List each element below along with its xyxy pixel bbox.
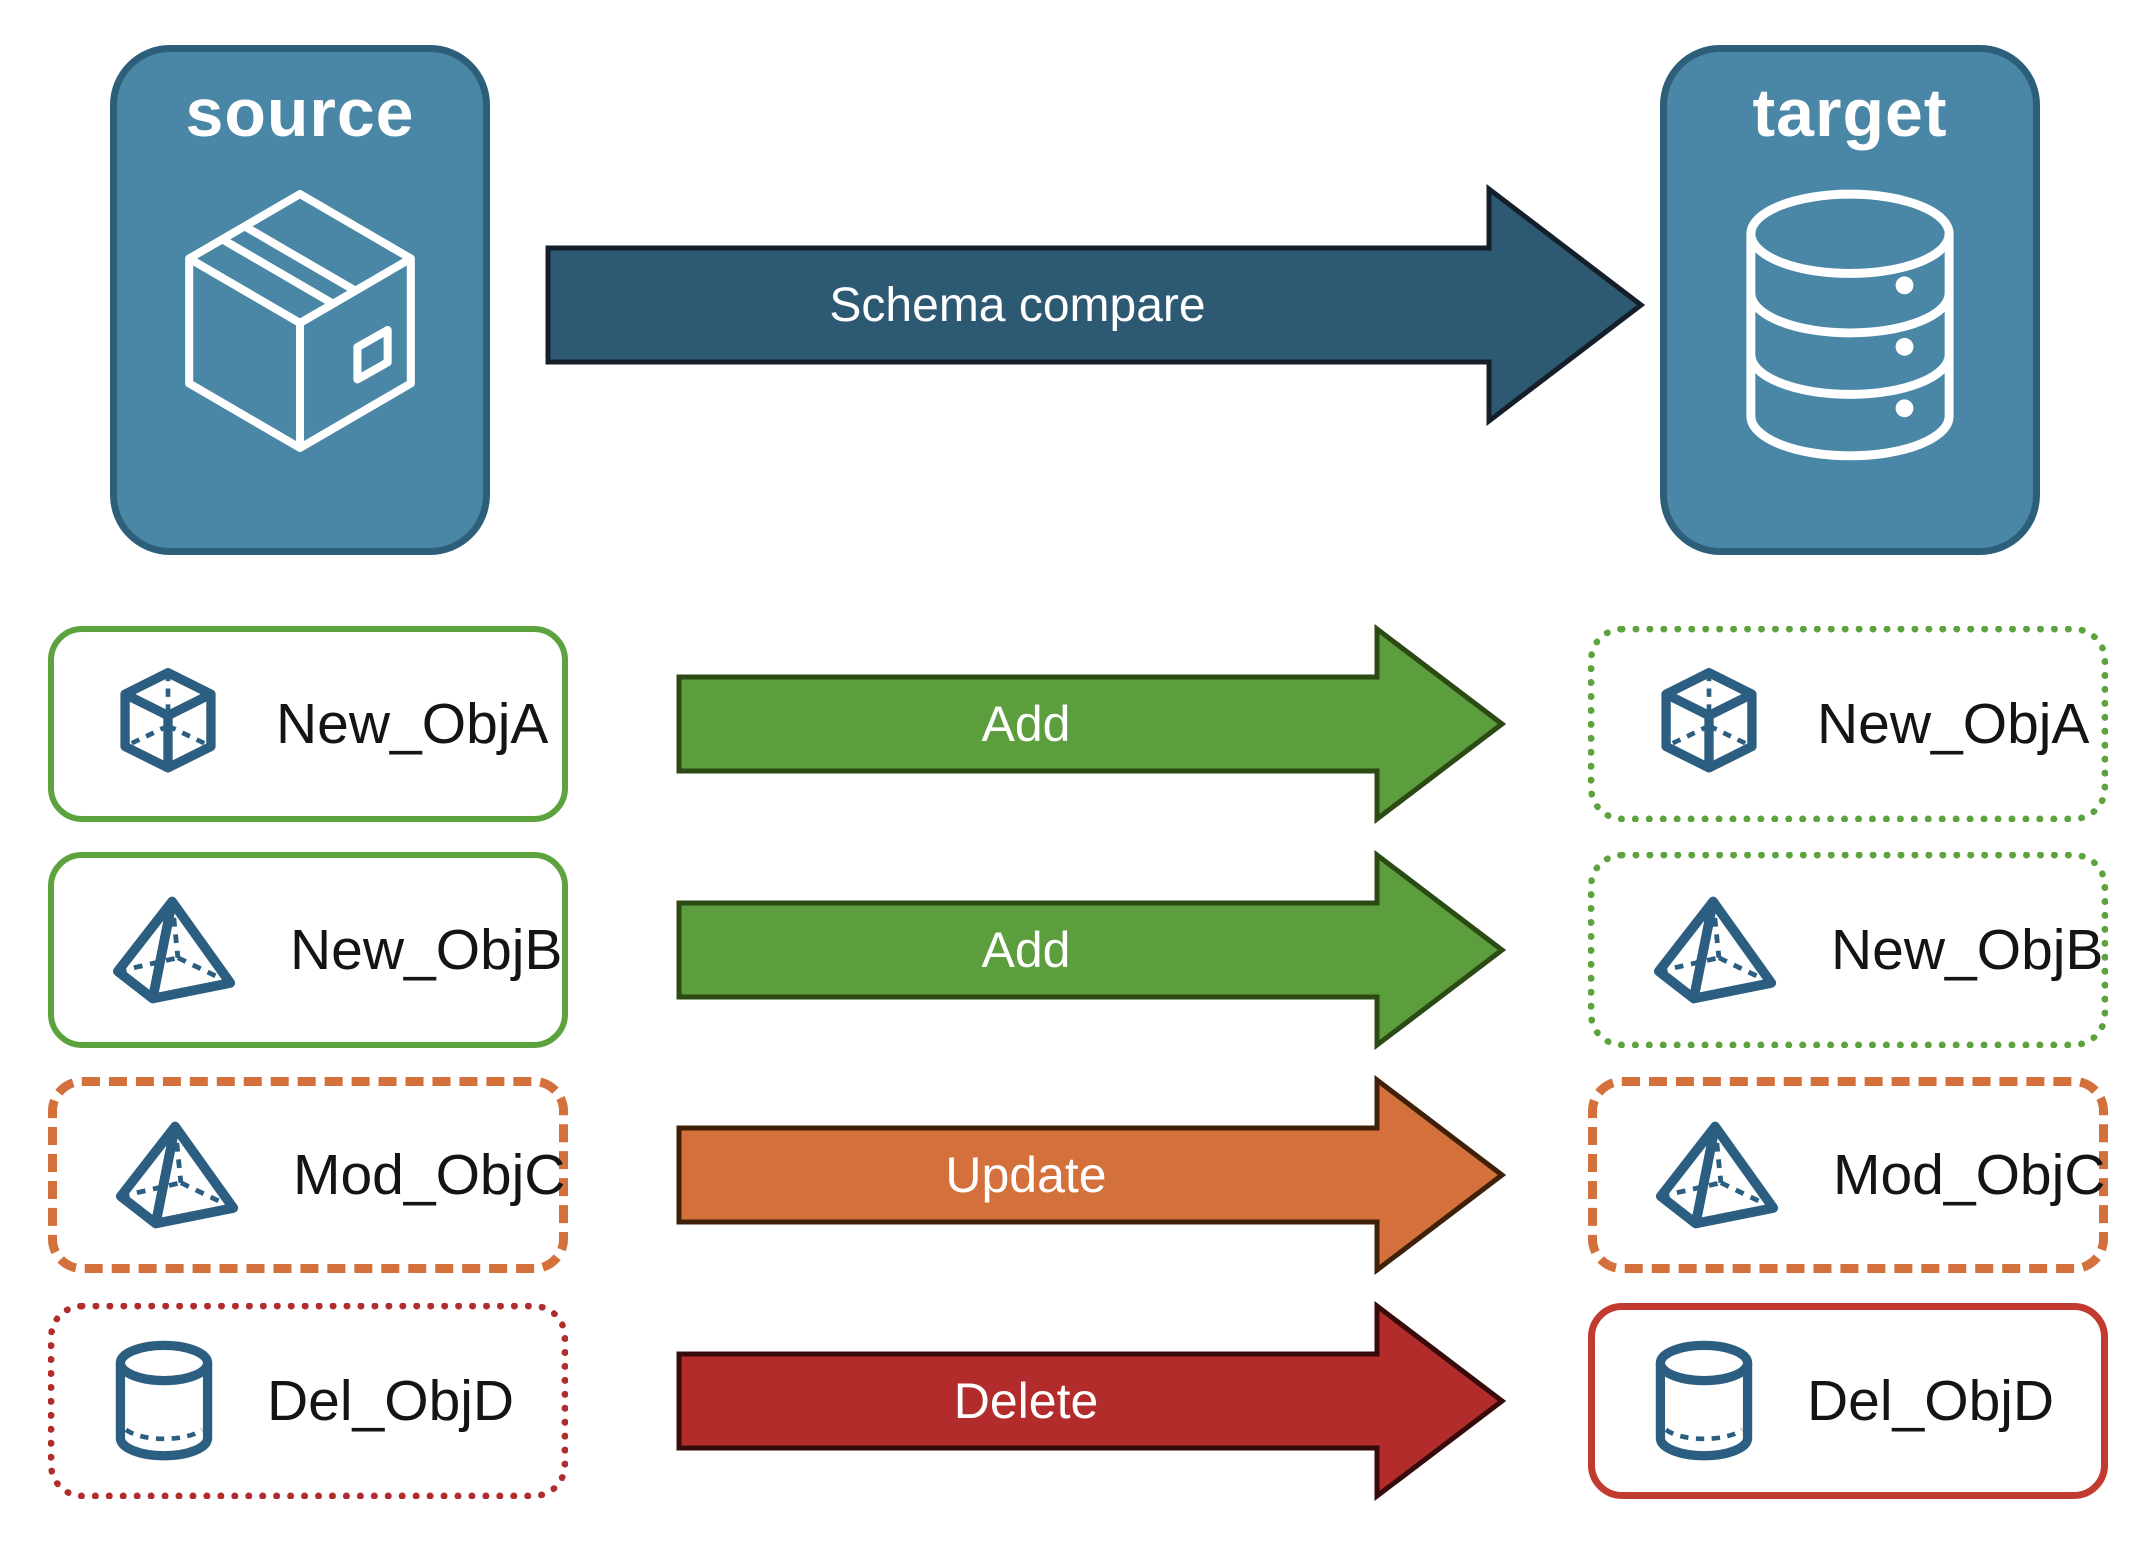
cube-icon [1653, 665, 1765, 783]
object-label: New_ObjB [290, 918, 563, 982]
target-object-box-del-objd: Del_ObjD [1588, 1303, 2108, 1499]
pyramid-icon [112, 895, 238, 1005]
target-node: target [1660, 45, 2040, 555]
add-arrow: Add [676, 849, 1507, 1051]
delete-arrow: Delete [676, 1300, 1507, 1502]
source-object-box-mod-objc: Mod_ObjC [48, 1077, 568, 1273]
update-arrow: Update [676, 1074, 1507, 1276]
update-arrow-label: Update [945, 1147, 1107, 1203]
target-object-box-new-obja: New_ObjA [1588, 626, 2108, 822]
delete-arrow-label: Delete [953, 1373, 1099, 1429]
database-icon [1736, 186, 1964, 469]
source-object-box-new-objb: New_ObjB [48, 852, 568, 1048]
target-object-box-mod-objc: Mod_ObjC [1588, 1077, 2108, 1273]
source-node-label: source [185, 75, 415, 151]
cube-icon [112, 665, 224, 783]
target-node-label: target [1752, 75, 1948, 151]
source-object-box-new-obja: New_ObjA [48, 626, 568, 822]
object-label: New_ObjA [276, 692, 549, 756]
source-object-box-del-objd: Del_ObjD [48, 1303, 568, 1499]
object-label: New_ObjA [1817, 692, 2090, 756]
schema-compare-arrow: Schema compare [545, 180, 1646, 430]
cylinder-icon [113, 1339, 215, 1463]
pyramid-icon [1653, 895, 1779, 1005]
source-node: source [110, 45, 490, 555]
add-arrow-label: Add [981, 696, 1071, 752]
cylinder-icon [1653, 1339, 1755, 1463]
object-label: Del_ObjD [1807, 1369, 2055, 1433]
pyramid-icon [1655, 1120, 1781, 1230]
target-object-box-new-objb: New_ObjB [1588, 852, 2108, 1048]
object-label: Mod_ObjC [293, 1143, 566, 1207]
add-arrow-label: Add [981, 922, 1071, 978]
pyramid-icon [115, 1120, 241, 1230]
object-label: Del_ObjD [267, 1369, 515, 1433]
schema-compare-arrow-label: Schema compare [829, 278, 1206, 332]
object-label: New_ObjB [1831, 918, 2104, 982]
package-box-icon [174, 186, 426, 463]
add-arrow: Add [676, 623, 1507, 825]
object-label: Mod_ObjC [1833, 1143, 2106, 1207]
